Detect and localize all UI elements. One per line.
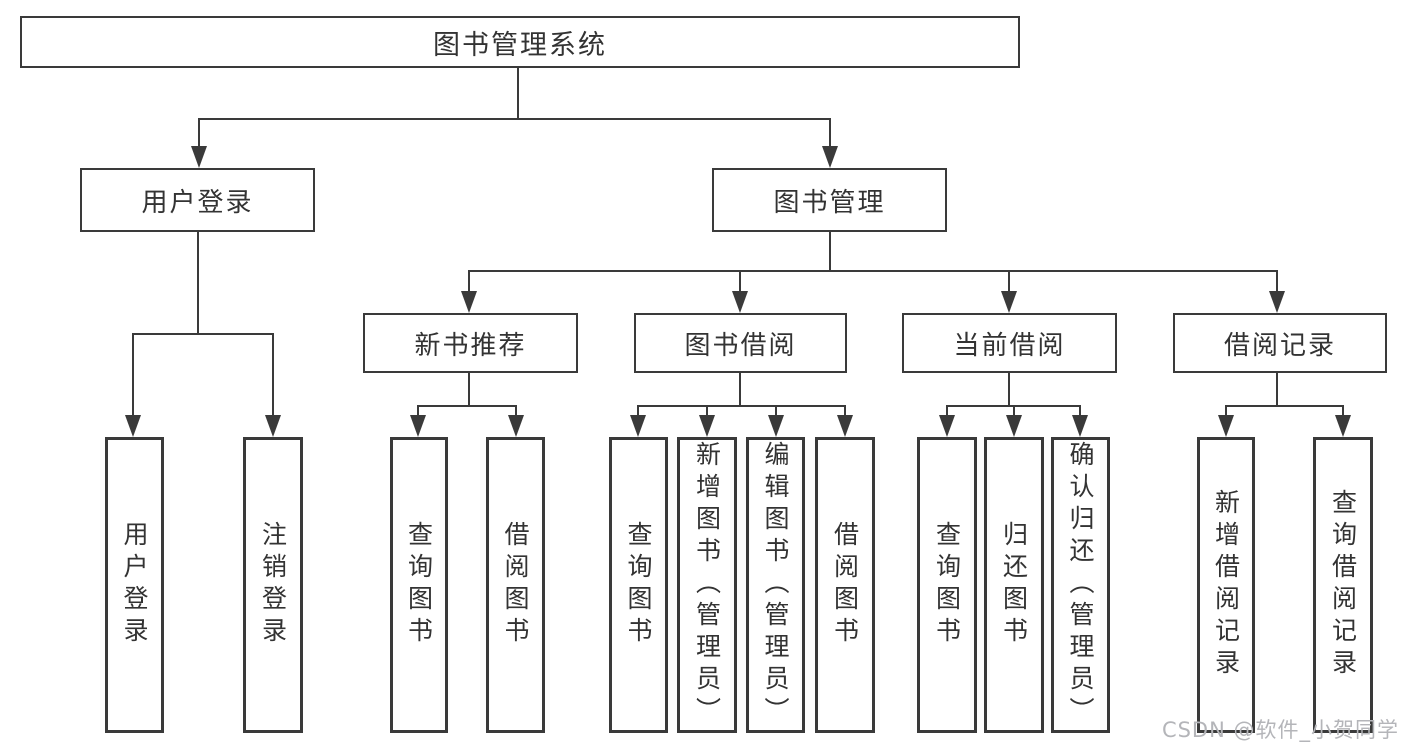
connector-line: [1008, 270, 1010, 293]
node-new-book-recommend: 新书推荐: [363, 313, 578, 373]
leaf-query-borrow-record: 查询借阅记录: [1313, 437, 1373, 733]
connector-line: [197, 232, 199, 334]
arrow-down-icon: [1006, 415, 1022, 437]
leaf-confirm-return-admin: 确认归还（管理员）: [1051, 437, 1110, 733]
connector-line: [829, 118, 831, 152]
arrow-down-icon: [732, 291, 748, 313]
connector-line: [517, 68, 519, 120]
connector-line: [1079, 405, 1081, 419]
node-book-borrow: 图书借阅: [634, 313, 847, 373]
node-label: 新书推荐: [414, 330, 527, 361]
node-user-login: 用户登录: [80, 168, 315, 232]
connector-line: [637, 405, 639, 419]
leaf-label: 查询借阅记录: [1328, 489, 1358, 681]
leaf-label: 查询图书: [624, 521, 653, 649]
csdn-watermark: CSDN @软件_小贺同学: [1161, 718, 1399, 742]
node-borrow-record: 借阅记录: [1173, 313, 1387, 373]
arrow-down-icon: [191, 146, 207, 168]
node-label: 图书借阅: [684, 330, 797, 361]
connector-line: [1008, 373, 1010, 407]
connector-line: [1342, 405, 1344, 419]
arrow-down-icon: [1001, 291, 1017, 313]
arrow-down-icon: [630, 415, 646, 437]
connector-line: [515, 405, 517, 419]
leaf-label: 借阅图书: [830, 521, 860, 649]
arrow-down-icon: [837, 415, 853, 437]
connector-line: [132, 333, 274, 335]
connector-line: [946, 405, 948, 419]
arrow-down-icon: [125, 415, 141, 437]
arrow-down-icon: [1269, 291, 1285, 313]
connector-line: [417, 405, 419, 419]
connector-line: [829, 232, 831, 272]
leaf-label: 确认归还（管理员）: [1066, 441, 1095, 729]
leaf-query-book-1: 查询图书: [390, 437, 448, 733]
leaf-label: 注销登录: [258, 521, 288, 649]
arrow-down-icon: [822, 146, 838, 168]
connector-line: [844, 405, 846, 419]
leaf-query-book-3: 查询图书: [917, 437, 977, 733]
connector-line: [198, 118, 831, 120]
arrow-down-icon: [410, 415, 426, 437]
node-book-management: 图书管理: [712, 168, 947, 232]
connector-line: [739, 373, 741, 407]
connector-line: [1013, 405, 1015, 419]
leaf-label: 编辑图书（管理员）: [761, 441, 790, 729]
leaf-add-book-admin: 新增图书（管理员）: [677, 437, 737, 733]
node-label: 图书管理: [773, 187, 886, 218]
leaf-label: 用户登录: [120, 521, 149, 649]
connector-line: [132, 333, 134, 417]
connector-line: [1225, 405, 1227, 419]
node-label: 当前借阅: [953, 330, 1066, 361]
connector-line: [1276, 373, 1278, 407]
leaf-edit-book-admin: 编辑图书（管理员）: [746, 437, 805, 733]
leaf-label: 新增图书（管理员）: [692, 441, 722, 729]
connector-line: [706, 405, 708, 419]
connector-line: [1225, 405, 1344, 407]
leaf-label: 新增借阅记录: [1211, 489, 1241, 681]
connector-line: [637, 405, 846, 407]
leaf-label: 查询图书: [932, 521, 962, 649]
arrow-down-icon: [939, 415, 955, 437]
connector-line: [775, 405, 777, 419]
node-label: 用户登录: [141, 187, 254, 218]
arrow-down-icon: [508, 415, 524, 437]
connector-line: [468, 270, 1278, 272]
arrow-down-icon: [1218, 415, 1234, 437]
arrow-down-icon: [265, 415, 281, 437]
arrow-down-icon: [1335, 415, 1351, 437]
leaf-logout: 注销登录: [243, 437, 303, 733]
connector-line: [1276, 270, 1278, 293]
leaf-label: 查询图书: [404, 521, 434, 649]
leaf-return-book: 归还图书: [984, 437, 1044, 733]
node-label: 借阅记录: [1223, 330, 1336, 361]
leaf-borrow-book-1: 借阅图书: [486, 437, 545, 733]
connector-line: [468, 270, 470, 293]
connector-line: [417, 405, 517, 407]
node-label: 图书管理系统: [433, 29, 607, 61]
arrow-down-icon: [699, 415, 715, 437]
leaf-borrow-book-2: 借阅图书: [815, 437, 875, 733]
arrow-down-icon: [1072, 415, 1088, 437]
connector-line: [198, 118, 200, 152]
arrow-down-icon: [768, 415, 784, 437]
leaf-label: 归还图书: [999, 521, 1029, 649]
leaf-add-borrow-record: 新增借阅记录: [1197, 437, 1255, 733]
connector-line: [272, 333, 274, 417]
leaf-label: 借阅图书: [501, 521, 530, 649]
leaf-user-login: 用户登录: [105, 437, 164, 733]
connector-line: [468, 373, 470, 407]
node-current-borrow: 当前借阅: [902, 313, 1117, 373]
connector-line: [739, 270, 741, 293]
node-library-management-system: 图书管理系统: [20, 16, 1020, 68]
leaf-query-book-2: 查询图书: [609, 437, 668, 733]
arrow-down-icon: [461, 291, 477, 313]
